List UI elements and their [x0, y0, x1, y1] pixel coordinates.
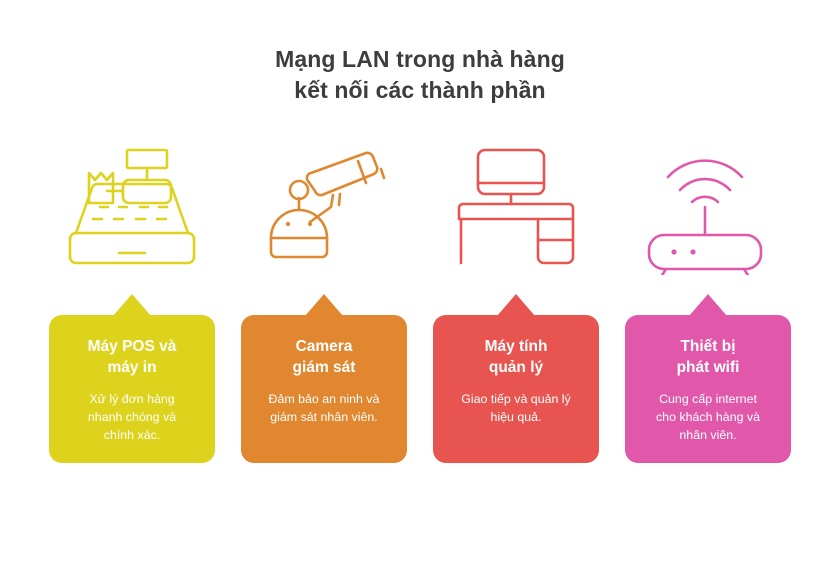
security-camera-icon [249, 140, 399, 280]
column-wifi: Thiết bị phát wifi Cung cấp internet cho… [612, 140, 804, 463]
card-text-wifi: Cung cấp internet cho khách hàng và nhân… [655, 392, 761, 442]
page-title-line-1: Mạng LAN trong nhà hàng [275, 46, 565, 72]
card-body-wifi: Thiết bị phát wifi Cung cấp internet cho… [625, 315, 791, 463]
wifi-router-icon [633, 140, 783, 280]
cash-register-icon [57, 140, 207, 280]
card-body-computer: Máy tính quản lý Giao tiếp và quản lý hi… [433, 315, 599, 463]
card-body-pos: Máy POS và máy in Xử lý đơn hàng nhanh c… [49, 315, 215, 463]
card-columns: Máy POS và máy in Xử lý đơn hàng nhanh c… [36, 140, 804, 463]
card-text-computer: Giao tiếp và quản lý hiệu quả. [461, 392, 571, 424]
desk-computer-icon [441, 140, 591, 280]
page-title-line-2: kết nối các thành phần [294, 77, 546, 103]
card-body-camera: Camera giám sát Đảm bảo an ninh và giám … [241, 315, 407, 463]
card-camera[interactable]: Camera giám sát Đảm bảo an ninh và giám … [241, 294, 407, 463]
card-notch-camera [305, 294, 343, 316]
card-text-pos: Xử lý đơn hàng nhanh chóng và chính xác. [87, 392, 177, 442]
column-camera: Camera giám sát Đảm bảo an ninh và giám … [228, 140, 420, 463]
card-heading-camera: Camera giám sát [292, 338, 356, 376]
card-computer[interactable]: Máy tính quản lý Giao tiếp và quản lý hi… [433, 294, 599, 463]
card-heading-wifi: Thiết bị phát wifi [676, 338, 740, 376]
card-heading-computer: Máy tính quản lý [484, 338, 548, 376]
card-notch-wifi [689, 294, 727, 316]
page-title: Mạng LAN trong nhà hàng kết nối các thàn… [0, 44, 840, 106]
card-notch-pos [113, 294, 151, 316]
card-text-camera: Đảm bảo an ninh và giám sát nhân viên. [268, 392, 380, 424]
card-notch-computer [497, 294, 535, 316]
column-computer: Máy tính quản lý Giao tiếp và quản lý hi… [420, 140, 612, 463]
card-pos[interactable]: Máy POS và máy in Xử lý đơn hàng nhanh c… [49, 294, 215, 463]
card-heading-pos: Máy POS và máy in [87, 338, 177, 376]
card-wifi[interactable]: Thiết bị phát wifi Cung cấp internet cho… [625, 294, 791, 463]
column-pos: Máy POS và máy in Xử lý đơn hàng nhanh c… [36, 140, 228, 463]
